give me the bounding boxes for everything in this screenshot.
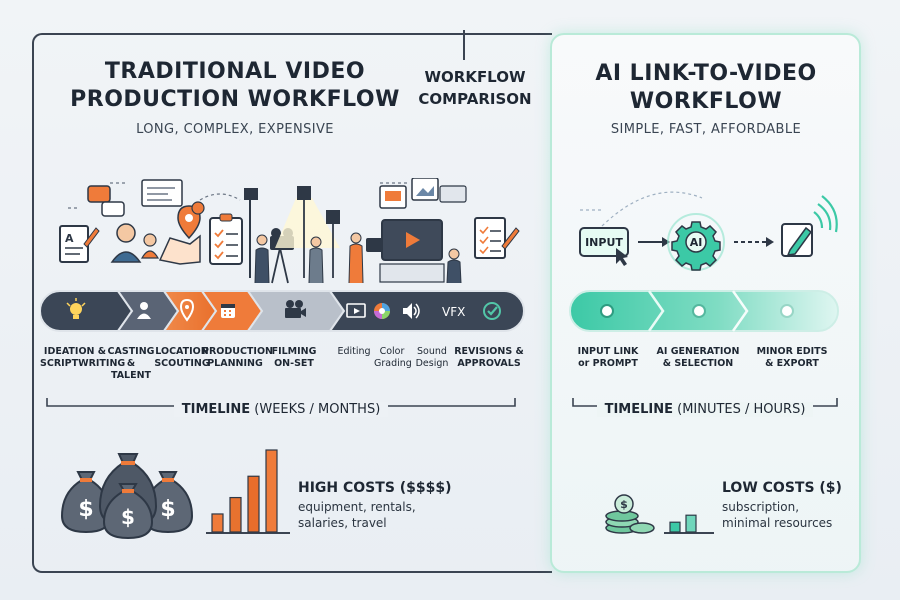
production-illustration: A	[59, 178, 520, 284]
timeline-bold: TIMELINE	[181, 402, 251, 417]
low-cost-bar-chart	[664, 514, 714, 534]
ai-timeline-bold: TIMELINE	[604, 402, 673, 417]
map-pin-icon	[158, 205, 201, 265]
editing-workstation-icon	[348, 219, 462, 284]
step-label-color: Color Grading	[374, 346, 412, 369]
timeline-left: TIMELINE (WEEKS / MONTHS)	[46, 398, 516, 417]
low-cost-description: subscription, minimal resources	[722, 500, 833, 530]
chat-bubble-icon	[87, 185, 125, 217]
checkmark-icon	[483, 302, 501, 320]
step-label-ideation: IDEATION & SCRIPTWRITING	[40, 346, 126, 369]
traditional-panel-frame	[32, 33, 552, 573]
cost-bar	[669, 521, 681, 533]
map-pin-icon	[179, 298, 195, 322]
vfx-label: VFX	[442, 305, 465, 319]
film-crew-icon	[244, 186, 340, 284]
traditional-title: TRADITIONAL VIDEO PRODUCTION WORKFLOW	[70, 59, 400, 112]
revision-document-icon	[474, 217, 520, 259]
step-label-location: LOCATION SCOUTING	[154, 346, 210, 369]
high-cost-bar-chart	[206, 449, 290, 534]
cost-bar	[265, 449, 278, 533]
coin-stack-icon: $	[605, 494, 655, 534]
cost-bar	[685, 514, 697, 533]
editing-monitor-icon	[346, 303, 366, 318]
svg-text:AI: AI	[690, 236, 703, 249]
clipboard-checklist-icon	[209, 213, 243, 265]
timeline-duration: (WEEKS / MONTHS)	[250, 402, 381, 417]
svg-text:A: A	[65, 232, 74, 245]
ai-step-label-input: INPUT LINK or PROMPT	[577, 346, 639, 369]
ai-step-label-export: MINOR EDITS & EXPORT	[756, 346, 828, 369]
svg-text:$: $	[160, 497, 175, 522]
lightbulb-icon	[66, 298, 86, 319]
ai-timeline-duration: (MINUTES / HOURS)	[672, 402, 806, 417]
film-camera-icon	[285, 300, 306, 318]
step-label-sound: Sound Design	[415, 346, 449, 369]
ai-subtitle: SIMPLE, FAST, AFFORDABLE	[610, 122, 802, 137]
timeline-right: TIMELINE (MINUTES / HOURS)	[572, 398, 838, 417]
step-node-generation	[692, 304, 706, 318]
svg-text:$: $	[620, 498, 628, 511]
edit-pencil-icon	[781, 195, 838, 257]
ai-process-bar	[569, 290, 839, 332]
low-cost-title: LOW COSTS ($)	[722, 480, 842, 496]
cost-bar	[247, 475, 260, 533]
person-icon	[137, 302, 151, 319]
input-box-icon: INPUT	[579, 227, 629, 266]
step-label-planning: PRODUCTION PLANNING	[202, 346, 273, 369]
high-cost-description: equipment, rentals, salaries, travel	[298, 500, 416, 530]
traditional-process-bar: VFX	[40, 290, 525, 332]
ai-gear-icon: AI	[667, 213, 725, 271]
color-wheel-icon	[374, 303, 390, 319]
divider-line	[463, 30, 465, 60]
cost-bar	[211, 513, 224, 533]
ai-workflow-illustration: INPUT AI	[579, 191, 838, 271]
comparison-title: WORKFLOW COMPARISON	[418, 68, 532, 108]
high-cost-title: HIGH COSTS ($$$$)	[298, 480, 452, 496]
step-label-editing: Editing	[337, 346, 371, 357]
money-bags-icon: $ $ $ $	[60, 453, 194, 540]
calendar-icon	[221, 304, 235, 318]
traditional-subtitle: LONG, COMPLEX, EXPENSIVE	[136, 122, 334, 137]
step-label-revisions: REVISIONS & APPROVALS	[454, 346, 524, 369]
step-label-filming: FILMING ON-SET	[271, 346, 317, 369]
step-node-input	[600, 304, 614, 318]
ai-step-label-generation: AI GENERATION & SELECTION	[656, 346, 740, 369]
svg-text:$: $	[78, 497, 93, 522]
ai-title: AI LINK-TO-VIDEO WORKFLOW	[595, 61, 817, 114]
svg-text:INPUT: INPUT	[585, 236, 623, 249]
step-node-export	[780, 304, 794, 318]
speaker-icon	[403, 303, 420, 319]
step-label-casting: CASTING & TALENT	[107, 346, 155, 381]
cost-bar	[229, 496, 242, 533]
person-icon	[110, 223, 160, 263]
svg-text:$: $	[121, 505, 135, 529]
script-document-icon: A	[59, 225, 100, 263]
